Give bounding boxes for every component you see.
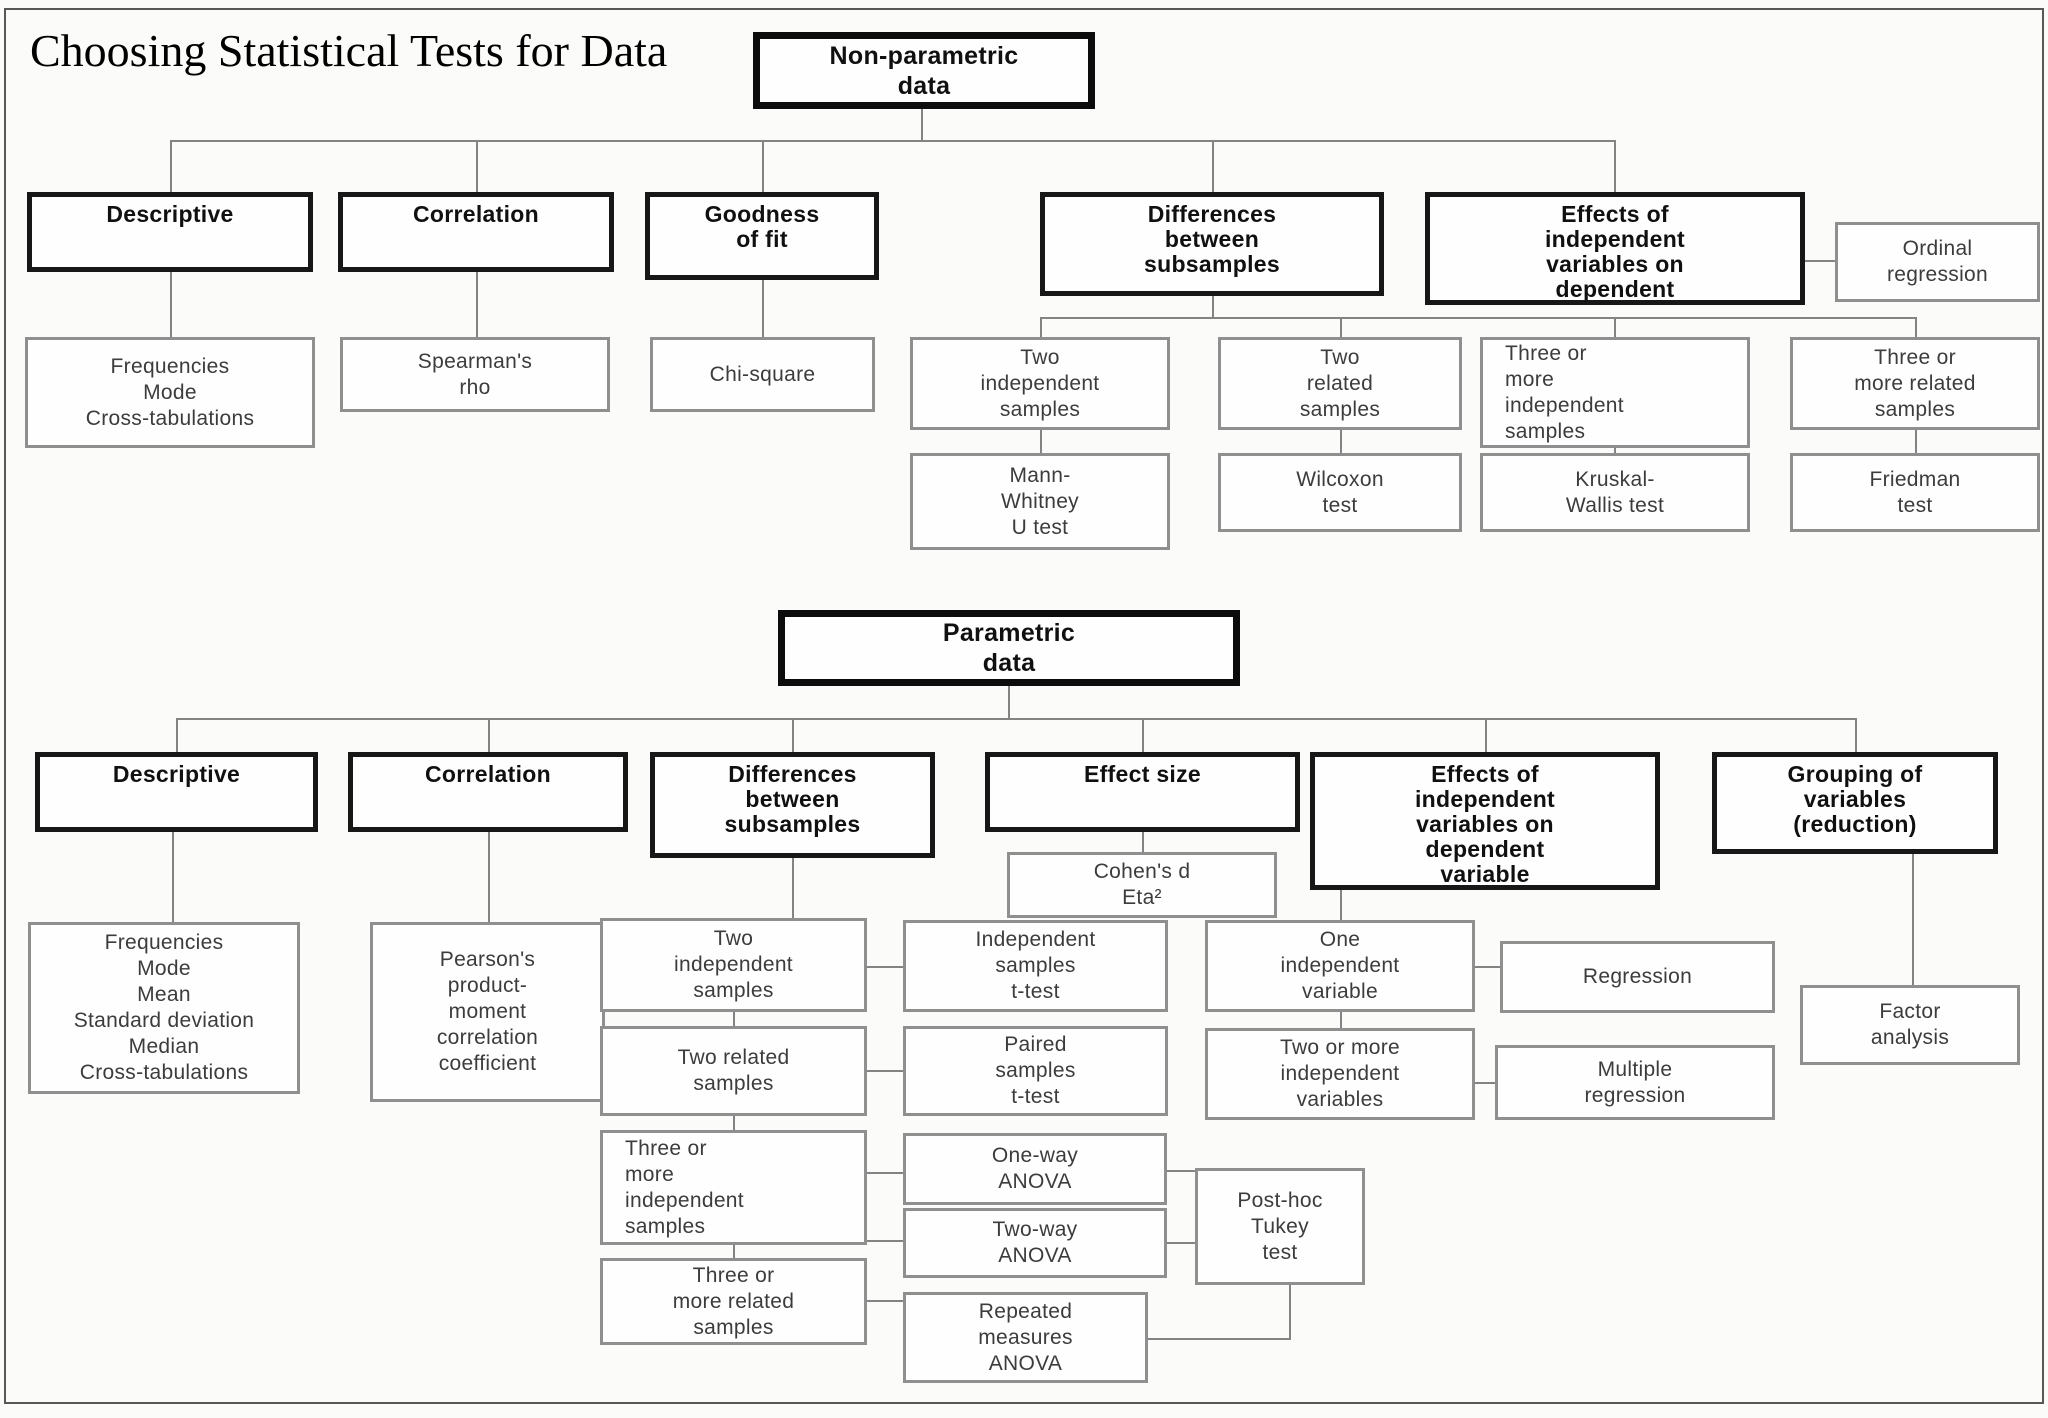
connector (867, 1070, 903, 1072)
node-effect-size: Effect size (985, 752, 1300, 832)
connector (176, 718, 178, 752)
connector (176, 718, 1855, 720)
node-mann-whitney-u-test: Mann- Whitney U test (910, 453, 1170, 550)
node-parametric-data: Parametric data (778, 610, 1240, 686)
node-p-frequencies-mode-mean: Frequencies Mode Mean Standard deviation… (28, 922, 300, 1094)
node-paired-samples-t-test: Paired samples t-test (903, 1026, 1168, 1116)
connector (867, 1172, 903, 1174)
connector (476, 140, 478, 192)
node-p-two-related-samples: Two related samples (600, 1026, 867, 1116)
connector (172, 832, 174, 922)
node-multiple-regression: Multiple regression (1495, 1045, 1775, 1120)
node-np-three-or-more-independent-samples: Three or more independent samples (1480, 337, 1750, 448)
connector (1167, 1242, 1195, 1244)
node-kruskal-wallis-test: Kruskal- Wallis test (1480, 453, 1750, 532)
connector (733, 1012, 735, 1026)
connector (1212, 296, 1214, 317)
node-two-or-more-independent-variables: Two or more independent variables (1205, 1028, 1475, 1120)
connector (762, 280, 764, 337)
connector (1614, 448, 1616, 453)
node-np-goodness-of-fit: Goodness of fit (645, 192, 879, 280)
connector (867, 966, 903, 968)
node-np-frequencies-mode-crosstabs: Frequencies Mode Cross-tabulations (25, 337, 315, 448)
node-p-three-or-more-independent-samples: Three or more independent samples (600, 1130, 867, 1245)
node-pearsons-correlation: Pearson's product- moment correlation co… (370, 922, 605, 1102)
node-np-effects-of-independent-variables: Effects of independent variables on depe… (1425, 192, 1805, 305)
node-np-two-related-samples: Two related samples (1218, 337, 1462, 430)
connector (1148, 1338, 1291, 1340)
node-wilcoxon-test: Wilcoxon test (1218, 453, 1462, 532)
connector (1485, 718, 1487, 752)
connector (792, 858, 794, 918)
connector (1614, 140, 1616, 192)
connector (1142, 832, 1144, 852)
node-post-hoc-tukey-test: Post-hoc Tukey test (1195, 1168, 1365, 1285)
node-grouping-of-variables: Grouping of variables (reduction) (1712, 752, 1998, 854)
connector (1805, 260, 1835, 262)
node-friedman-test: Friedman test (1790, 453, 2040, 532)
node-np-differences-between-subsamples: Differences between subsamples (1040, 192, 1384, 296)
connector (1212, 140, 1214, 192)
page-title: Choosing Statistical Tests for Data (30, 25, 668, 76)
node-repeated-measures-anova: Repeated measures ANOVA (903, 1292, 1148, 1383)
node-one-way-anova: One-way ANOVA (903, 1133, 1167, 1205)
connector (733, 1245, 735, 1258)
node-np-two-independent-samples: Two independent samples (910, 337, 1170, 430)
connector (733, 1116, 735, 1130)
node-independent-samples-t-test: Independent samples t-test (903, 920, 1168, 1012)
page-border-frame (4, 8, 2044, 1404)
node-np-correlation: Correlation (338, 192, 614, 272)
node-p-differences-between-subsamples: Differences between subsamples (650, 752, 935, 858)
node-two-way-anova: Two-way ANOVA (903, 1208, 1167, 1278)
connector (1289, 1285, 1291, 1340)
connector (1915, 430, 1917, 453)
connector (170, 140, 172, 192)
connector (476, 272, 478, 337)
node-p-three-or-more-related-samples: Three or more related samples (600, 1258, 867, 1345)
node-spearmans-rho: Spearman's rho (340, 337, 610, 412)
connector (170, 140, 1615, 142)
node-one-independent-variable: One independent variable (1205, 920, 1475, 1012)
connector (1340, 317, 1342, 337)
node-cohens-d-eta-squared: Cohen's d Eta² (1007, 852, 1277, 918)
connector (1340, 430, 1342, 453)
connector (1340, 890, 1342, 920)
connector (488, 832, 490, 922)
node-factor-analysis: Factor analysis (1800, 985, 2020, 1065)
connector (867, 1240, 903, 1242)
connector (1167, 1170, 1195, 1172)
connector (1340, 1012, 1342, 1028)
node-p-correlation: Correlation (348, 752, 628, 832)
connector (1855, 718, 1857, 752)
node-non-parametric-data: Non-parametric data (753, 32, 1095, 109)
connector (1614, 317, 1616, 337)
node-np-descriptive: Descriptive (27, 192, 313, 272)
connector (867, 1300, 903, 1302)
connector (1040, 430, 1042, 453)
connector (921, 109, 923, 140)
connector (1142, 718, 1144, 752)
node-np-three-or-more-related-samples: Three or more related samples (1790, 337, 2040, 430)
node-p-two-independent-samples: Two independent samples (600, 918, 867, 1012)
node-chi-square: Chi-square (650, 337, 875, 412)
node-ordinal-regression: Ordinal regression (1835, 222, 2040, 302)
node-p-effects-of-independent-variables: Effects of independent variables on depe… (1310, 752, 1660, 890)
connector (488, 718, 490, 752)
node-p-descriptive: Descriptive (35, 752, 318, 832)
connector (762, 140, 764, 192)
connector (792, 718, 794, 752)
connector (1475, 966, 1500, 968)
connector (1040, 317, 1917, 319)
connector (170, 272, 172, 337)
connector (1008, 686, 1010, 718)
connector (1912, 854, 1914, 985)
connector (1040, 317, 1042, 337)
connector (1475, 1082, 1495, 1084)
node-regression: Regression (1500, 941, 1775, 1013)
connector (1915, 317, 1917, 337)
